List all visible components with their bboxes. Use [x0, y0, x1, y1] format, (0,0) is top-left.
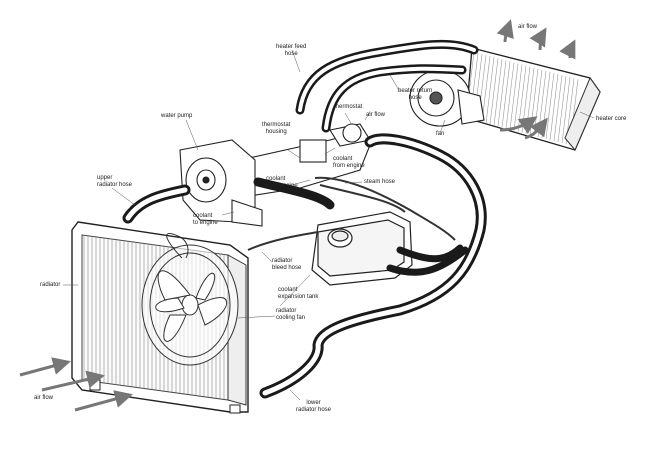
label-radiator-cooling-fan-line2: cooling fan	[276, 315, 306, 321]
label-heater-return-hose-line2: hose	[408, 95, 422, 101]
label-radiator: radiator	[40, 282, 61, 288]
label-heater-return-hose-line1: heater return	[398, 88, 433, 94]
label-upper-radiator-hose-line2: radiator hose	[97, 182, 133, 188]
label-heater-feed-hose-line2: hose	[284, 51, 298, 57]
label-lower-radiator-hose: lower radiator hose	[296, 400, 331, 414]
label-coolant-from-engine-left-line1: coolant	[266, 176, 286, 182]
label-heater-feed-hose-line1: heater feed	[276, 44, 307, 50]
label-coolant-expansion-tank-line2: expansion tank	[278, 294, 319, 300]
label-coolant-from-engine-right-line2: from engine	[333, 163, 365, 169]
engine-assembly	[179, 123, 373, 227]
label-water-pump: water pump	[161, 113, 193, 119]
label-coolant-from-engine-left: coolant from engine	[266, 176, 298, 190]
label-radiator-bleed-hose-line1: radiator	[272, 258, 293, 264]
label-coolant-from-engine-right: coolant from engine	[333, 156, 365, 170]
leader-lines	[63, 49, 595, 401]
label-radiator-bleed-hose-line2: bleed hose	[272, 265, 302, 271]
label-air-flow-top: air flow	[518, 24, 538, 30]
label-air-flow-bottom: air flow	[34, 395, 54, 401]
label-radiator-cooling-fan: radiator cooling fan	[276, 308, 305, 322]
hoses	[122, 39, 487, 399]
label-thermostat-housing-line2: housing	[265, 129, 287, 135]
radiator-cooling-fan	[141, 233, 239, 366]
label-coolant-to-engine-line1: coolant	[193, 213, 213, 219]
label-heater-core: heater core	[596, 116, 627, 122]
label-upper-radiator-hose-line1: upper	[97, 175, 113, 181]
label-heater-return-hose: heater return hose	[398, 88, 432, 102]
air-flow-arrows	[19, 19, 576, 412]
label-thermostat-housing: thermostat housing	[262, 122, 290, 136]
label-heater-feed-hose: heater feed hose	[276, 44, 306, 58]
label-air-flow-mid: air flow	[366, 112, 386, 118]
label-coolant-to-engine: coolant to engine	[193, 213, 218, 227]
label-coolant-from-engine-left-line2: from engine	[266, 183, 298, 189]
label-lower-radiator-hose-line1: lower	[306, 400, 321, 406]
label-lower-radiator-hose-line2: radiator hose	[296, 407, 332, 413]
heater-blower-fan	[409, 69, 485, 127]
label-radiator-cooling-fan-line1: radiator	[276, 308, 297, 314]
label-thermostat-housing-line1: thermostat	[262, 122, 291, 128]
label-coolant-expansion-tank: coolant expansion tank	[278, 287, 318, 301]
label-fan: fan	[436, 131, 445, 137]
label-coolant-to-engine-line2: to engine	[193, 220, 218, 226]
label-coolant-expansion-tank-line1: coolant	[278, 287, 298, 293]
label-radiator-bleed-hose: radiator bleed hose	[272, 258, 301, 272]
label-coolant-from-engine-right-line1: coolant	[333, 156, 353, 162]
label-upper-radiator-hose: upper radiator hose	[97, 175, 132, 189]
label-thermostat: thermostat	[334, 104, 363, 110]
label-steam-hose: steam hose	[364, 179, 396, 185]
bleed-hoses	[247, 176, 456, 251]
